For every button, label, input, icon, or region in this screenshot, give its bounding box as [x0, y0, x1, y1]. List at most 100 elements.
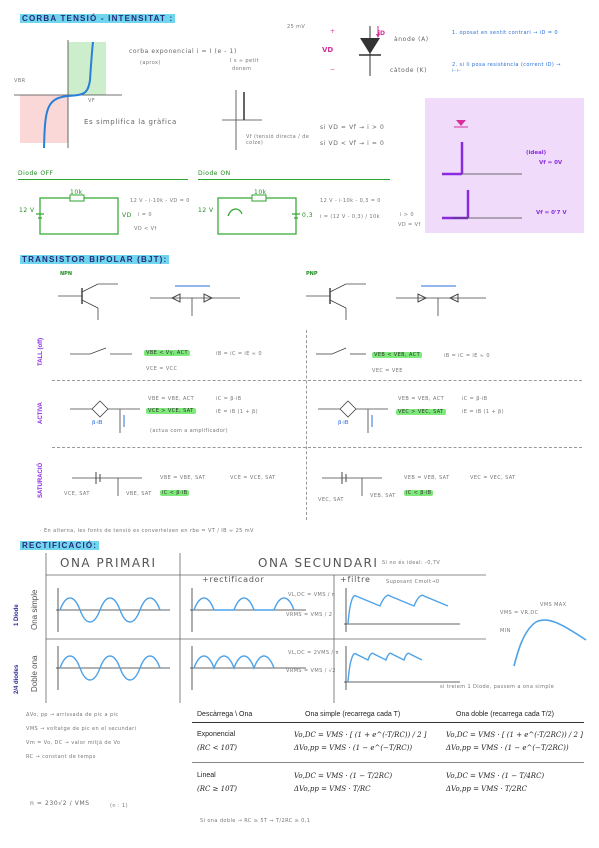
waveform-primari-1: [56, 588, 170, 632]
diode-note-1: 1. oposat en sentit contrari → iD = 0: [452, 30, 558, 36]
secundari-note: Si no és ideal: -0,7V: [382, 560, 441, 566]
row1-doble-dv: ΔVo,pp = VMS · (1 − e^(−T/2RC)): [446, 744, 569, 752]
waveform-filtre-2: [344, 646, 460, 690]
pnp-beta-ib: β·iB: [338, 420, 349, 426]
diode-off-title: Diode OFF: [18, 170, 54, 177]
vf-07: Vf = 0'7 V: [536, 210, 567, 216]
row-1-ona: Ona simple: [30, 589, 39, 630]
row2-cond: (RC ≥ 10T): [197, 785, 237, 793]
npn-tall-cond: VBE < Vγ, ACT: [144, 350, 191, 356]
npn-sat-model: [72, 472, 142, 496]
vbr-label: VBR: [14, 78, 26, 84]
condition-1: si VD = Vf → i > 0: [320, 124, 385, 131]
pnp-act-1: VEB = VEB, ACT: [398, 396, 445, 402]
pnp-sat-2: VEC = VEC, SAT: [470, 475, 516, 481]
diode-on-vdrop: 0,3: [302, 212, 314, 219]
diode-on-circuit: [217, 194, 300, 235]
vf-label: VF: [88, 98, 96, 104]
pnp-sat-lbl: VEC, SAT: [318, 497, 344, 503]
npn-activa-model: [70, 400, 140, 433]
diode-symbol: [359, 26, 381, 76]
alterna-note: · En alterna, les fonts de tensió es con…: [40, 528, 254, 534]
pnp-tall-eq: iB = iC = iE ≈ 0: [444, 353, 490, 359]
npn-beta-ib: β·iB: [92, 420, 103, 426]
row1-simple-dv: ΔVo,pp = VMS · (1 − e^(−T/RC)): [294, 744, 413, 752]
npn-sat-lbl: VCE, SAT: [64, 491, 90, 497]
npn-label: NPN: [60, 271, 73, 277]
condition-2: si VD < Vf → i = 0: [320, 140, 385, 147]
table-rule-top: [192, 722, 584, 723]
table-header-1: Descàrrega \ Ona: [197, 711, 253, 718]
diode-off-rule: [18, 179, 188, 180]
pnp-tall-switch: [316, 347, 366, 355]
row1-simple-vdc: Vo,DC = VMS · [ (1 + e^(-T/RC)) / 2 ]: [294, 731, 427, 739]
id-label: iD: [378, 30, 386, 37]
simplified-graph: [222, 90, 262, 150]
npn-act-4: iE = iB (1 + β): [216, 409, 258, 415]
table-header-3: Ona doble (recarrega cada T/2): [456, 711, 554, 718]
pnp-diode-model: [396, 285, 486, 316]
vrms-2: VRMS = VMS / √2: [286, 668, 336, 674]
diode-note-2: 2. si li posa resistència (corrent iD) →…: [452, 62, 561, 74]
waveform-filtre-1: [344, 588, 460, 632]
npn-sat-1: VBE = VBE, SAT: [160, 475, 206, 481]
diode-on-rule: [198, 179, 390, 180]
ona-secundari-title: ONA SECUNDARI: [258, 556, 379, 570]
cathode-label: càtode (K): [390, 67, 428, 74]
npn-tall-v: VCE = VCC: [146, 366, 178, 372]
row2-doble-vdc: Vo,DC = VMS · (1 − T/4RC): [446, 772, 545, 780]
row1-label: Exponencial: [197, 731, 236, 738]
is-note: I s ≈ petit: [230, 58, 259, 64]
legend-1: ΔVo, pp → arrissada de pic a pic: [26, 712, 119, 718]
vldc-2: VL,DC = 2VMS / π: [288, 650, 339, 656]
ripple-zoom: [513, 619, 587, 667]
diode-on-title: Diode ON: [198, 170, 231, 177]
npn-act-note: (actua com a amplificador): [150, 428, 228, 434]
saturacio-row-label: SATURACIÓ: [38, 462, 44, 498]
legend-4: RC → constant de temps: [26, 754, 96, 760]
diode-off-vd: VD: [122, 212, 132, 219]
pnp-act-2: VEC > VEC, SAT: [396, 409, 446, 415]
remove-diode-note: si treiem 1 Diode, passem a ona simple: [440, 684, 555, 690]
legend-2: VMS → voltatge de pic en el secundari: [26, 726, 137, 732]
row2-simple-dv: ΔVo,pp = VMS · T/RC: [294, 785, 371, 793]
ideal-label: (ideal): [526, 150, 547, 156]
vf-definition: Vf (tensió directa / de colze): [246, 134, 310, 146]
max-label: VMS MAX: [540, 602, 567, 608]
ona-primari-title: ONA PRIMARI: [60, 556, 157, 570]
npn-sat-3: iC < β·iB: [160, 490, 190, 496]
n-note: (n : 1): [110, 803, 128, 809]
diode-off-source: 12 V: [19, 207, 35, 214]
waveform-primari-2: [56, 646, 170, 690]
bjt-separator-1: [52, 380, 582, 381]
pnp-sat-1: VEB = VEB, SAT: [404, 475, 450, 481]
diode-off-circuit: [36, 194, 119, 235]
curve-note-aprox: (aprox): [140, 60, 161, 66]
plus-sign: +: [330, 28, 336, 35]
section-title-diode: CORBA TENSIÓ - INTENSITAT :: [20, 14, 176, 23]
diode-on-eq4: VD = Vf: [398, 222, 421, 228]
npn-symbol: [58, 283, 118, 320]
min-label: MIN: [500, 628, 511, 634]
diode-off-eq1: 12 V - i·10k - VD = 0: [130, 198, 190, 204]
row1-doble-vdc: Vo,DC = VMS · [ (1 + e^(-T/2RC)) / 2 ]: [446, 731, 583, 739]
npn-tall-eq: iB = iC = iE ≈ 0: [216, 351, 262, 357]
simplify-note: Es simplifica la gràfica: [84, 118, 177, 126]
row2-doble-dv: ΔVo,pp = VMS · T/2RC: [446, 785, 527, 793]
bjt-separator-vertical: [306, 330, 307, 520]
is-note-2: donem: [232, 66, 252, 72]
npn-tall-switch: [70, 347, 132, 355]
filtre-note: Suposant Cmolt→0: [386, 579, 440, 585]
pnp-tall-cond: VEB < VEB, ACT: [372, 352, 423, 358]
pnp-sat-lbl2: VEB, SAT: [370, 493, 396, 499]
activa-row-label: ACTIVA: [38, 402, 44, 424]
diode-on-eq3: i > 0: [400, 212, 414, 218]
filtre-title: +filtre: [340, 575, 371, 584]
waveform-rect-1: [190, 588, 306, 632]
npn-act-1: VBE = VBE, ACT: [148, 396, 195, 402]
diode-on-eq2: i = (12 V - 0,3) / 10k: [320, 214, 380, 220]
iv-curve-graph: [14, 40, 122, 149]
table-footnote: Si ona doble → RC ≥ 5T ⇒ T/2RC ≥ 0,1: [200, 818, 311, 824]
vd-label: VD: [322, 46, 334, 54]
diode-model-box: [425, 98, 584, 233]
